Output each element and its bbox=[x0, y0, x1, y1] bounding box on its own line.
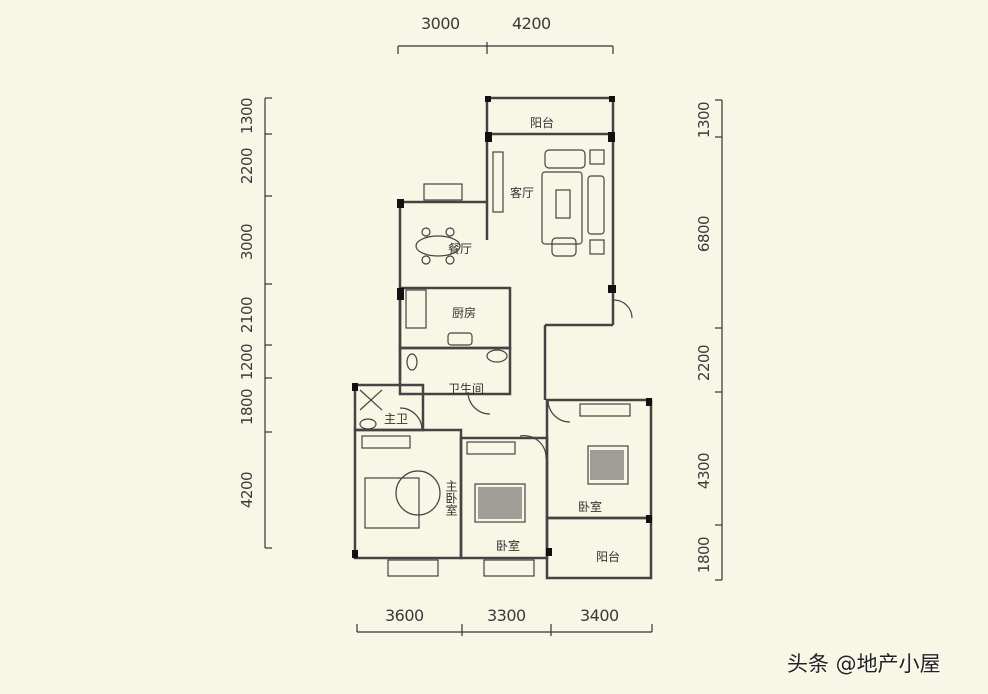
label-kitchen: 厨房 bbox=[452, 306, 477, 320]
left-dim-3: 3000 bbox=[238, 223, 257, 261]
label-dining-room: 餐厅 bbox=[448, 242, 473, 256]
left-dim-5: 1200 bbox=[238, 343, 257, 381]
right-dim-4: 4300 bbox=[695, 452, 714, 490]
left-dim-1: 1300 bbox=[238, 97, 257, 135]
left-dim-7: 4200 bbox=[238, 471, 257, 509]
right-dim-1: 1300 bbox=[695, 101, 714, 139]
left-dim-2: 2200 bbox=[238, 147, 257, 185]
bottom-dim-1: 3600 bbox=[385, 606, 424, 625]
label-bedroom-middle: 卧室 bbox=[496, 539, 521, 553]
watermark: 头条 @地产小屋 bbox=[787, 652, 941, 676]
left-dim-4: 2100 bbox=[238, 296, 257, 334]
left-dim-6: 1800 bbox=[238, 388, 257, 426]
right-dim-5: 1800 bbox=[695, 536, 714, 574]
bottom-dim-3: 3400 bbox=[580, 606, 619, 625]
right-dim-2: 6800 bbox=[695, 215, 714, 253]
label-living-room: 客厅 bbox=[510, 186, 535, 200]
label-bedroom-right: 卧室 bbox=[578, 500, 603, 514]
bottom-dim-2: 3300 bbox=[487, 606, 526, 625]
label-balcony-bottom: 阳台 bbox=[596, 550, 621, 564]
right-dim-3: 2200 bbox=[695, 344, 714, 382]
top-dim-2: 4200 bbox=[512, 14, 551, 33]
label-balcony-top: 阳台 bbox=[530, 116, 555, 130]
label-bathroom: 卫生间 bbox=[448, 382, 485, 396]
label-master-bath: 主卫 bbox=[384, 412, 409, 426]
top-dim-1: 3000 bbox=[421, 14, 460, 33]
label-master-bedroom: 主卧室 bbox=[444, 480, 458, 516]
